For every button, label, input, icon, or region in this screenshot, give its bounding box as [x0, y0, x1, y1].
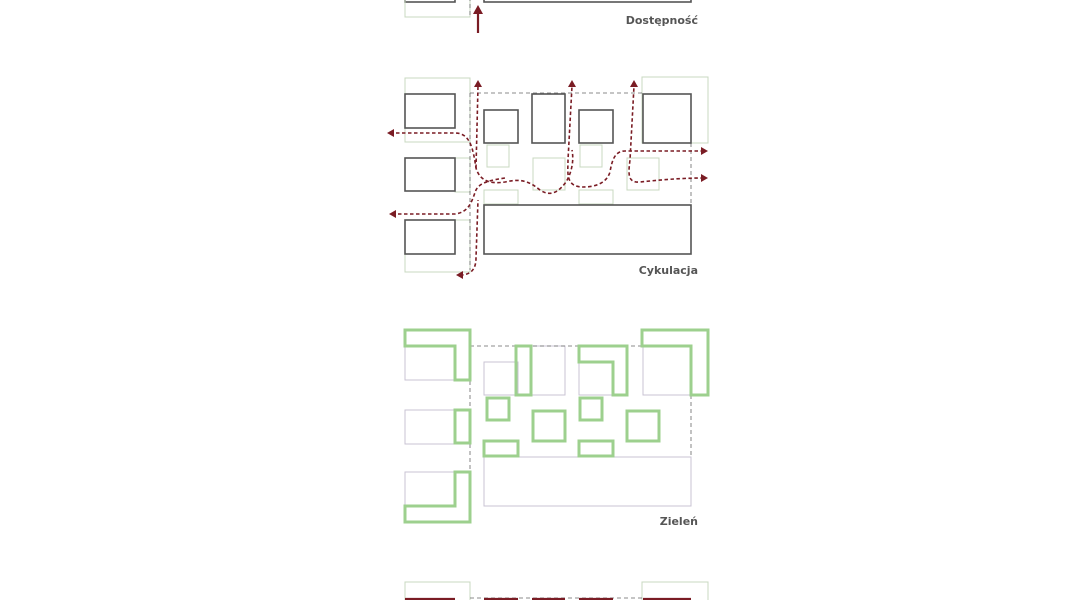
greenery-label: Zieleń	[659, 515, 698, 528]
green-spaces	[403, 328, 710, 524]
access-building	[404, 0, 456, 3]
access-label: Dostępność	[625, 14, 698, 27]
access-plot-outline	[404, 0, 471, 18]
greenery-diagram	[403, 328, 710, 524]
circulation-label: Cykulacja	[638, 264, 698, 277]
greenery-building-outlines	[404, 345, 692, 507]
access-arrow-head	[473, 5, 483, 14]
circulation-buildings	[404, 93, 692, 255]
next-diagram-cropped	[404, 581, 709, 604]
circulation-diagram	[387, 76, 709, 279]
circulation-arrowheads	[387, 80, 708, 279]
circulation-boundary	[469, 92, 692, 270]
circulation-paths	[390, 85, 705, 276]
access-building-long	[483, 0, 692, 3]
access-diagram	[404, 0, 692, 33]
circulation-plot-outlines	[404, 76, 709, 273]
